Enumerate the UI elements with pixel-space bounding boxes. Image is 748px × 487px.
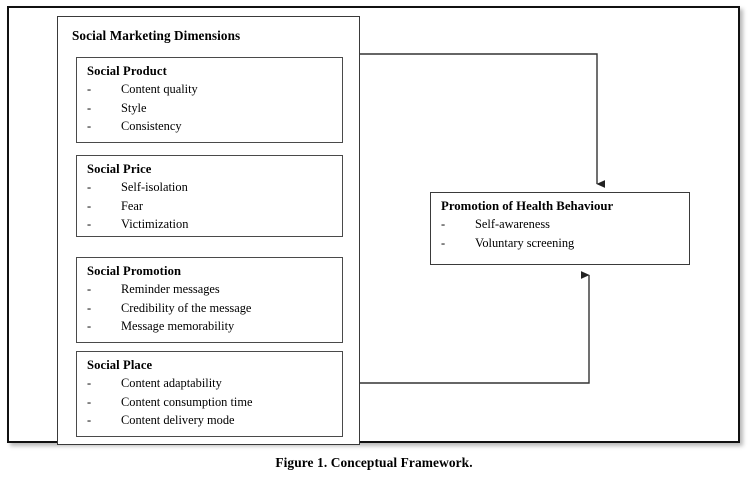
construct-box-social-place: Social Place - Content adaptability - Co…	[76, 351, 343, 437]
list-item-label: Content delivery mode	[121, 413, 235, 427]
list-item: - Content adaptability	[87, 374, 342, 393]
construct-items-social-promotion: - Reminder messages - Credibility of the…	[77, 280, 342, 336]
list-item-label: Voluntary screening	[475, 235, 575, 250]
top-connector-path	[360, 53, 605, 188]
list-item: - Self-isolation	[87, 178, 342, 197]
construct-box-social-promotion: Social Promotion - Reminder messages - C…	[76, 257, 343, 343]
bullet-dash: -	[441, 235, 446, 250]
social-marketing-dimensions-box: Social Marketing Dimensions Social Produ…	[57, 16, 360, 445]
construct-box-social-price: Social Price - Self-isolation - Fear - V…	[76, 155, 343, 237]
outcome-title: Promotion of Health Behaviour	[441, 199, 614, 213]
list-item: - Consistency	[87, 117, 342, 136]
list-item-label: Message memorability	[121, 319, 235, 333]
list-item: - Voluntary screening	[441, 234, 689, 253]
list-item: - Content consumption time	[87, 393, 342, 412]
list-item: - Style	[87, 99, 342, 118]
list-item-label: Self-awareness	[475, 217, 550, 231]
social-marketing-dimensions-title: Social Marketing Dimensions	[72, 28, 241, 43]
list-item-label: Content adaptability	[121, 376, 222, 390]
construct-title-social-price: Social Price	[87, 162, 152, 176]
construct-box-social-product: Social Product - Content quality - Style…	[76, 57, 343, 143]
outcome-box-promotion-of-health-behaviour: Promotion of Health Behaviour - Self-awa…	[430, 192, 690, 265]
outcome-items: - Self-awareness - Voluntary screening	[431, 215, 689, 252]
list-item: - Message memorability	[87, 317, 342, 336]
list-item-label: Self-isolation	[121, 180, 188, 194]
list-item-label: Reminder messages	[121, 282, 220, 296]
list-item: - Self-awareness	[441, 215, 689, 234]
list-item: - Victimization	[87, 215, 342, 234]
list-item-label: Style	[121, 100, 147, 115]
construct-title-social-product: Social Product	[87, 64, 167, 78]
bullet-dash: -	[87, 100, 92, 115]
bottom-connector-path	[360, 271, 590, 384]
bullet-dash: -	[87, 376, 92, 390]
list-item: - Reminder messages	[87, 280, 342, 299]
list-item-label: Consistency	[121, 119, 182, 133]
construct-items-social-price: - Self-isolation - Fear - Victimization	[77, 178, 342, 234]
bullet-dash: -	[87, 394, 92, 409]
bullet-dash: -	[87, 413, 92, 427]
list-item: - Content quality	[87, 80, 342, 99]
bullet-dash: -	[87, 198, 92, 213]
list-item-label: Content consumption time	[121, 394, 253, 409]
bullet-dash: -	[87, 282, 92, 296]
list-item-label: Victimization	[121, 217, 189, 231]
list-item: - Content delivery mode	[87, 411, 342, 430]
list-item: - Credibility of the message	[87, 299, 342, 318]
bullet-dash: -	[441, 217, 446, 231]
list-item: - Fear	[87, 197, 342, 216]
bullet-dash: -	[87, 319, 92, 333]
construct-items-social-product: - Content quality - Style - Consistency	[77, 80, 342, 136]
construct-items-social-place: - Content adaptability - Content consump…	[77, 374, 342, 430]
construct-title-social-promotion: Social Promotion	[87, 264, 182, 278]
list-item-label: Credibility of the message	[121, 300, 252, 315]
figure-caption: Figure 1. Conceptual Framework.	[275, 455, 473, 470]
construct-title-social-place: Social Place	[87, 358, 153, 372]
list-item-label: Fear	[121, 198, 144, 213]
list-item-label: Content quality	[121, 82, 198, 96]
bullet-dash: -	[87, 180, 92, 194]
bullet-dash: -	[87, 82, 92, 96]
bullet-dash: -	[87, 119, 92, 133]
figure-page: Social Marketing Dimensions Social Produ…	[7, 6, 740, 445]
bullet-dash: -	[87, 300, 92, 315]
bullet-dash: -	[87, 217, 92, 231]
